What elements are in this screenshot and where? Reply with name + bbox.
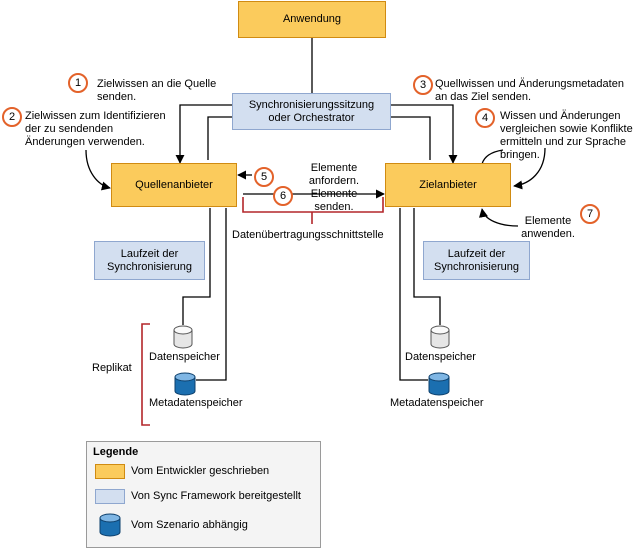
source-provider-label: Quellenanbieter — [135, 178, 213, 191]
step-7-badge: 7 — [580, 204, 600, 224]
runtime-left-label: Laufzeit der Synchronisierung — [107, 247, 192, 273]
interface-bracket — [242, 197, 384, 224]
step-1-text: Zielwissen an die Quelle senden. — [97, 78, 217, 103]
target-provider-box: Zielanbieter — [385, 163, 511, 207]
source-datastore-line — [182, 208, 211, 325]
left-datastore-label: Datenspeicher — [149, 351, 220, 363]
step-6-text: Elemente senden. — [310, 188, 358, 213]
right-datastore-label: Datenspeicher — [405, 351, 476, 363]
legend-scenario-label: Vom Szenario abhängig — [131, 519, 248, 531]
source-provider-box: Quellenanbieter — [111, 163, 237, 207]
legend-scenario-icon — [99, 513, 121, 537]
step-5-badge: 5 — [254, 167, 274, 187]
interface-label: Datenübertragungsschnittstelle — [232, 229, 384, 241]
replica-bracket — [141, 323, 150, 426]
application-label: Anwendung — [282, 13, 342, 25]
step-5-text: Elemente anfordern. — [308, 162, 360, 187]
runtime-right-label: Laufzeit der Synchronisierung — [434, 247, 519, 273]
left-metastore-label: Metadatenspeicher — [149, 397, 243, 409]
target-metastore-line — [399, 208, 428, 381]
legend-framework-swatch — [95, 489, 125, 504]
step-6-badge: 6 — [273, 186, 293, 206]
legend-developer-label: Vom Entwickler geschrieben — [131, 465, 270, 477]
step2-curved-arrow — [85, 149, 111, 191]
step4-curved-arrow — [513, 147, 546, 190]
step-3-badge: 3 — [413, 75, 433, 95]
right-metastore-icon — [428, 372, 450, 396]
legend: Legende Vom Entwickler geschrieben Von S… — [86, 441, 321, 548]
step-4-text: Wissen und Änderungen vergleichen sowie … — [500, 110, 633, 161]
session-label: Synchronisierungssitzung oder Orchestrat… — [248, 98, 375, 124]
target-to-session-line — [391, 116, 431, 160]
left-datastore-icon — [173, 325, 193, 349]
step-7-text: Elemente anwenden. — [521, 215, 575, 240]
left-metastore-icon — [174, 372, 196, 396]
legend-title: Legende — [93, 446, 139, 458]
application-box: Anwendung — [238, 1, 386, 38]
step-2-text: Zielwissen zum Identifizieren der zu sen… — [25, 110, 166, 148]
replica-label: Replikat — [92, 362, 132, 374]
runtime-left-box: Laufzeit der Synchronisierung — [94, 241, 205, 280]
legend-framework-label: Von Sync Framework bereitgestellt — [131, 490, 301, 502]
step-4-badge: 4 — [475, 108, 495, 128]
step4-top-connector — [481, 149, 504, 165]
step-1-badge: 1 — [68, 73, 88, 93]
right-datastore-icon — [430, 325, 450, 349]
target-datastore-line — [413, 208, 441, 325]
source-metastore-line — [196, 208, 227, 381]
session-to-source-arrow — [175, 104, 232, 164]
target-provider-label: Zielanbieter — [419, 178, 477, 191]
session-to-target-arrow — [391, 104, 458, 164]
step-2-badge: 2 — [2, 107, 22, 127]
step7-curved-arrow — [479, 208, 519, 227]
legend-developer-swatch — [95, 464, 125, 479]
right-metastore-label: Metadatenspeicher — [390, 397, 484, 409]
step-3-text: Quellwissen und Änderungsmetadaten an da… — [435, 78, 624, 103]
session-box: Synchronisierungssitzung oder Orchestrat… — [232, 93, 391, 130]
runtime-right-box: Laufzeit der Synchronisierung — [423, 241, 530, 280]
source-to-session-line — [207, 116, 232, 160]
